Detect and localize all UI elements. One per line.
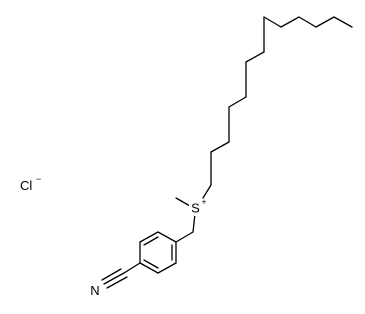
benzene-ring [139, 231, 177, 274]
negative-charge: − [36, 174, 41, 184]
sulfur-label: S [191, 201, 200, 216]
chloride-ion: Cl − [20, 174, 41, 193]
chlorine-label: Cl [20, 178, 32, 193]
nitrogen-atom: N [88, 282, 102, 298]
benzyl-linker [175, 213, 196, 243]
positive-charge: + [201, 197, 206, 207]
sulfonium-atom: S + [189, 197, 207, 216]
nitrile-group [101, 262, 141, 289]
dodecyl-chain [202, 16, 353, 199]
nitrogen-label: N [90, 283, 99, 298]
methyl-bond [175, 197, 191, 207]
